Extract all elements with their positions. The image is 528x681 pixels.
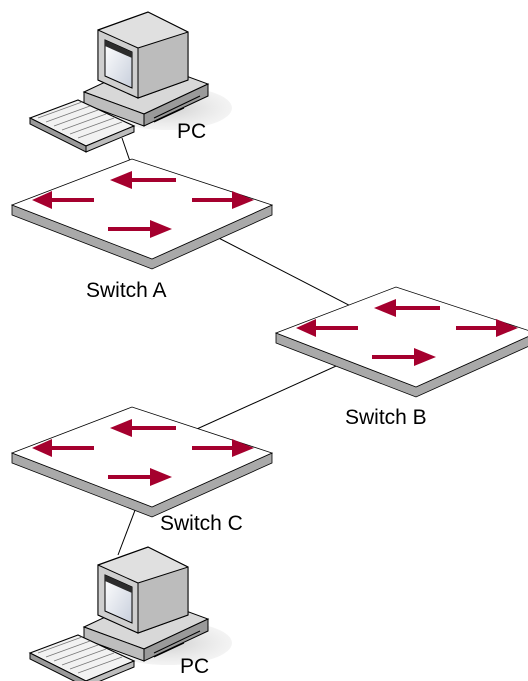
switch-a-icon	[11, 158, 273, 270]
switch-c-icon	[11, 406, 273, 518]
link-switch-c-pc-bottom	[117, 504, 138, 556]
pc-bottom-label: PC	[180, 655, 210, 678]
pc-top-label: PC	[177, 120, 207, 143]
switch-a-label: Switch A	[86, 279, 167, 302]
switch-b-label: Switch B	[345, 406, 427, 429]
switch-c-label: Switch C	[160, 512, 243, 535]
switch-b-icon	[275, 286, 528, 398]
